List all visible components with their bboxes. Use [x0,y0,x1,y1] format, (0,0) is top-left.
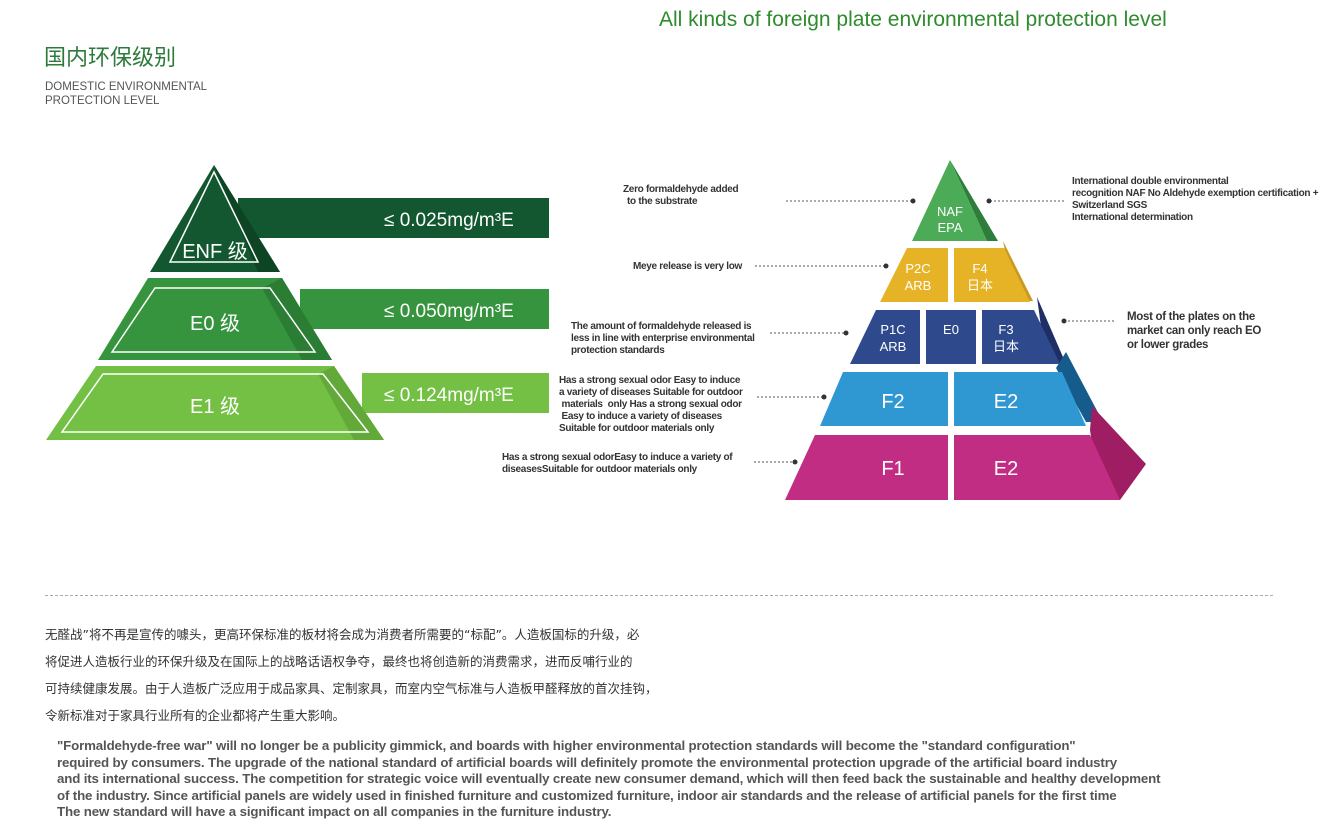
e2-label-lower: E2 [994,458,1018,480]
note-line: or lower grades [1127,339,1209,351]
note-line: International determination [1072,212,1193,223]
e1-tier [46,366,384,440]
p1c-label: P1C [880,322,905,337]
note-meye-release: Meye release is very low [633,261,763,273]
note-zero-formaldehyde: Zero formaldehyde added to the substrate [623,184,793,208]
arb-label-1: ARB [905,278,932,293]
e0-block [926,310,976,364]
note-line: a variety of diseases Suitable for outdo… [559,387,743,398]
e0-tier-outline [110,287,317,353]
arb-label-2: ARB [880,339,907,354]
p2c-arb-block [880,248,948,302]
p2c-label: P2C [905,261,930,276]
leader-dots [792,198,1067,465]
cn-paragraph-line-1: 无醛战”将不再是宣传的噱头，更高环保标准的板材将会成为消费者所需要的“标配”。人… [45,627,640,642]
note-line: International double environmental [1072,176,1229,187]
e2-upper-shade [1056,352,1103,422]
e1-tier-shade [318,366,384,440]
e1-limit-label: ≤ 0.124mg/m³E [384,385,514,406]
f2-label: F2 [881,391,904,413]
note-enterprise-standards: The amount of formaldehyde released is l… [571,321,781,357]
japan-label-2: 日本 [993,339,1019,354]
f1-label: F1 [881,458,904,480]
en-paragraph-line-2: required by consumers. The upgrade of th… [57,754,1117,770]
e2-label-upper: E2 [994,391,1018,413]
f3-label: F3 [998,322,1013,337]
f4-japan-block [954,248,1030,302]
cn-paragraph-line-4: 令新标准对于家具行业所有的企业都将产生重大影响。 [45,708,346,723]
note-line: Meye release is very low [633,261,742,272]
note-line: Suitable for outdoor materials only [559,423,715,434]
note-line: Most of the plates on the [1127,311,1255,323]
en-paragraph-line-4: of the industry. Since artificial panels… [57,787,1117,803]
en-paragraph-line-1: "Formaldehyde-free war" will no longer b… [57,738,1076,753]
en-paragraph: "Formaldehyde-free war" will no longer b… [57,738,1287,821]
domestic-title-en-line2: PROTECTION LEVEL [45,95,160,107]
note-line: Zero formaldehyde added [623,184,739,195]
dot-f1-odor [792,459,798,465]
enf-tier-shade [214,165,280,272]
dot-market-grades [1061,318,1067,324]
note-line: recognition NAF No Aldehyde exemption ce… [1072,188,1319,199]
epa-label: EPA [937,220,962,235]
enf-tier-label: ENF 级 [182,240,248,263]
e0-label: E0 [943,322,959,337]
note-f2-odor: Has a strong sexual odor Easy to induce … [559,375,764,435]
page-title: All kinds of foreign plate environmental… [659,8,1167,31]
e0-tier-shade [262,278,332,360]
japan-label-1: 日本 [967,278,993,293]
cn-paragraph-line-3: 可持续健康发展。由于人造板广泛应用于成品家具、定制家具，而室内空气标准与人造板甲… [45,681,658,696]
note-line: Has a strong sexual odorEasy to induce a… [502,452,733,463]
naf-label: NAF [937,204,963,219]
dot-meye-release [883,263,889,269]
dot-naf-certification [986,198,992,204]
note-line: Easy to induce a variety of diseases [559,411,722,422]
f2-block [820,372,948,426]
en-paragraph-line-5: The new standard will have a significant… [57,804,612,819]
domestic-title-en: DOMESTIC ENVIRONMENTAL PROTECTION LEVEL [45,80,245,108]
e1-limit-bar [362,373,549,413]
note-line: market can only reach EO [1127,325,1262,337]
naf-shade [950,160,998,241]
domestic-title-en-line1: DOMESTIC ENVIRONMENTAL [45,81,208,93]
dot-f2-odor [821,394,827,400]
e1-tier-label: E1 级 [190,395,240,418]
e2-upper-block [954,372,1086,426]
e2-lower-block [954,435,1120,500]
e1-tier-outline [60,373,370,433]
f4-label: F4 [972,261,987,276]
section-divider [45,595,1273,596]
note-line: The amount of formaldehyde released is [571,321,752,332]
f4-shade [1003,241,1033,301]
cn-paragraph-line-2: 将促进人造板行业的环保升级及在国际上的战略话语权争夺，最终也将创造新的消费需求，… [45,654,633,669]
f3-japan-block [982,310,1060,364]
note-line: protection standards [571,345,665,356]
leader-lines [754,200,1116,463]
note-line: Has a strong sexual odor Easy to induce [559,375,741,386]
enf-limit-label: ≤ 0.025mg/m³E [384,210,514,231]
naf-epa-block [912,160,987,241]
en-paragraph-line-3: and its international success. The compe… [57,771,1161,786]
note-line: to the substrate [627,196,698,207]
dot-enterprise-standards [843,330,849,336]
note-naf-certification: International double environmental recog… [1072,176,1342,224]
dot-zero-formaldehyde [910,198,916,204]
f1-block [785,435,948,500]
note-line: less in line with enterprise environment… [571,333,755,344]
note-f1-odor: Has a strong sexual odorEasy to induce a… [502,452,762,476]
note-line: diseasesSuitable for outdoor materials o… [502,464,697,475]
domestic-title-cn: 国内环保级别 [44,46,177,71]
note-line: materials only Has a strong sexual odor [559,399,742,410]
e0-tier-label: E0 级 [190,312,240,335]
note-market-grades: Most of the plates on the market can onl… [1127,310,1327,352]
p1c-arb-block [850,310,920,364]
enf-tier-outline [168,170,260,263]
note-line: Switzerland SGS [1072,200,1147,211]
enf-limit-bar [238,198,549,238]
e0-limit-bar [300,289,549,329]
e0-limit-label: ≤ 0.050mg/m³E [384,301,514,322]
